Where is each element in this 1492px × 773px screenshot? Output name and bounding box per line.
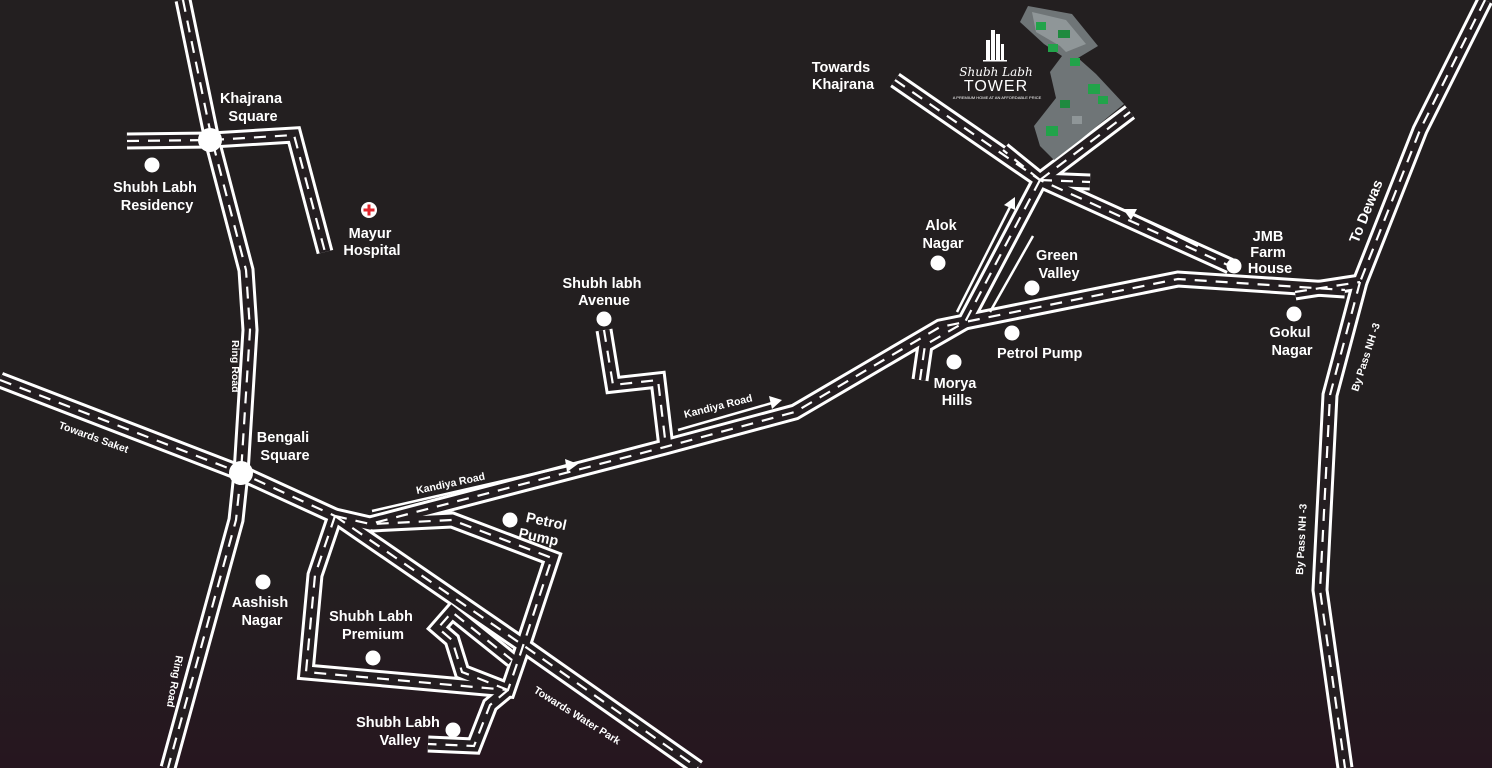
- kandiya-road-west-arrow: [371, 459, 578, 513]
- tower-spur-short-centerline: [1039, 178, 1091, 184]
- shubh-labh-avenue-marker[interactable]: [596, 311, 612, 327]
- alok-nagar-marker[interactable]: [930, 255, 946, 271]
- aashish-nagar-label: Aashish Nagar: [232, 595, 292, 629]
- petrol-pump-east-marker[interactable]: [1004, 325, 1020, 341]
- bengali-square-label: Bengali Square: [257, 430, 313, 464]
- khajrana-square-junction: [198, 128, 222, 152]
- green-valley-label: Green Valley: [1036, 248, 1082, 282]
- shubh-labh-residency-label: Shubh Labh Residency: [113, 180, 201, 214]
- morya-hills-marker[interactable]: [946, 354, 962, 370]
- towards-tower-arrow-north: [955, 197, 1015, 313]
- jmb-farm-house-label: JMB Farm House: [1248, 229, 1292, 277]
- shubh-labh-avenue-label: Shubh labh Avenue: [563, 276, 646, 309]
- shubh-labh-valley-marker[interactable]: [445, 722, 461, 738]
- mayur-hospital-label: Mayur Hospital: [343, 226, 400, 259]
- logo-brand: Shubh Labh: [959, 65, 1032, 79]
- bypass-nh3-centerline: [1318, 281, 1362, 768]
- bengali-square-junction: [229, 461, 253, 485]
- bypass-lower-label: By Pass NH -3: [1294, 503, 1310, 575]
- premium-loop-centerline: [304, 515, 554, 692]
- shubh-labh-premium-marker[interactable]: [365, 650, 381, 666]
- towards-khajrana-label: Towards Khajrana: [812, 60, 875, 93]
- ring-road-upper-label: Ring Road: [229, 340, 241, 393]
- gokul-nagar-label: Gokul Nagar: [1269, 325, 1314, 359]
- valley-lane-centerline: [427, 689, 509, 748]
- gokul-nagar-marker[interactable]: [1286, 306, 1302, 322]
- tower-skyline-icon: [983, 30, 1007, 62]
- tower-spur-east-centerline: [1039, 111, 1131, 181]
- khajrana-west-spur-centerline: [126, 138, 213, 143]
- khajrana-square-label: Khajrana Square: [220, 91, 286, 125]
- ring-road-north-centerline: [181, 0, 252, 474]
- kandiya-road-centerline: [334, 277, 1346, 526]
- logo-tagline: A PREMIUM HOME AT AN AFFORDABLE PRICE: [953, 95, 1042, 100]
- avenue-lane-centerline: [602, 329, 668, 448]
- alok-nagar-label: Alok Nagar: [922, 218, 963, 252]
- shubh-labh-valley-label: Shubh Labh Valley: [356, 715, 444, 749]
- khajrana-east-road-centerline: [211, 133, 327, 253]
- tower-spur-west-centerline: [1002, 149, 1041, 181]
- jmb-farm-house-marker[interactable]: [1226, 258, 1242, 274]
- dewas-road-centerline: [1358, 0, 1486, 283]
- tower-access-road-fill: [914, 177, 1045, 381]
- shubh-labh-tower-logo: Shubh Labh TOWER A PREMIUM HOME AT AN AF…: [953, 30, 1042, 100]
- hospital-icon[interactable]: [361, 202, 377, 218]
- logo-name: TOWER: [964, 78, 1028, 95]
- towards-tower-arrow-west: [1123, 209, 1199, 248]
- petrol-pump-east-label: Petrol Pump: [997, 346, 1083, 362]
- ring-road-south-centerline: [166, 472, 243, 768]
- morya-hills-label: Morya Hills: [934, 376, 981, 409]
- gokul-link-centerline: [1294, 280, 1361, 294]
- shubh-labh-premium-label: Shubh Labh Premium: [329, 609, 417, 643]
- shubh-labh-residency-marker[interactable]: [144, 157, 160, 173]
- tower-building-illustration: [1020, 6, 1124, 160]
- inner-loop-centerline: [436, 610, 513, 692]
- petrol-pump-west-marker[interactable]: [502, 512, 518, 528]
- green-valley-marker[interactable]: [1024, 280, 1040, 296]
- aashish-nagar-marker[interactable]: [255, 574, 271, 590]
- water-park-road-centerline: [334, 515, 699, 768]
- kandiya-road-east-arrow: [677, 396, 782, 432]
- green-valley-lane: [988, 235, 1035, 313]
